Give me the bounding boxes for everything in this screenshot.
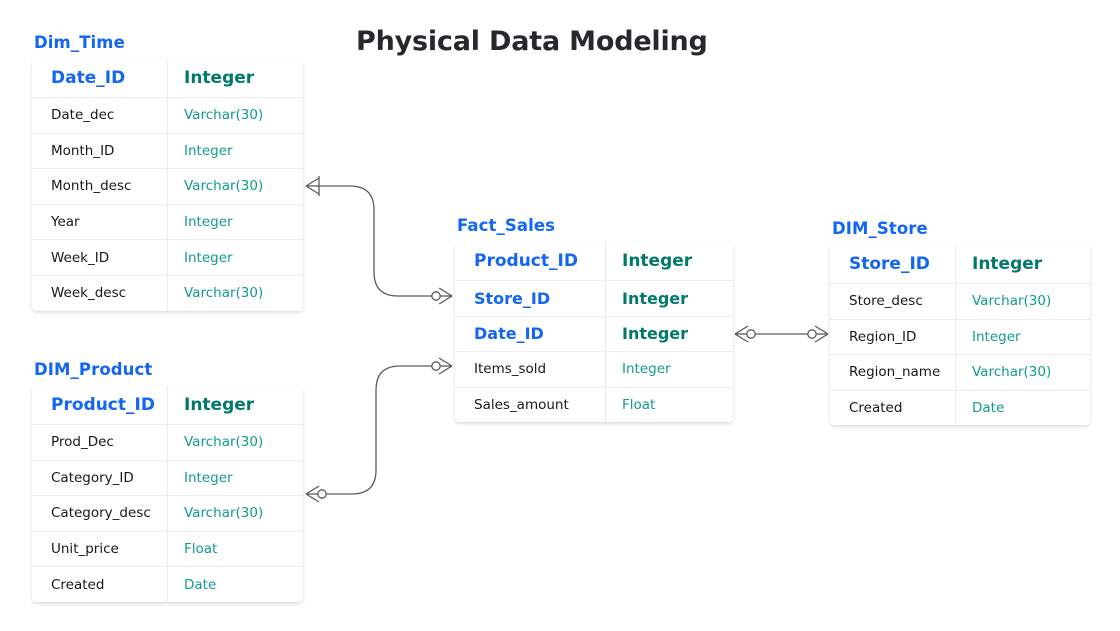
entity-field-row[interactable]: Created Date <box>32 566 303 602</box>
entity-field-row[interactable]: Month_desc Varchar(30) <box>32 168 303 204</box>
entity-header-row[interactable]: Product_ID Integer <box>455 242 733 280</box>
page-title: Physical Data Modeling <box>356 26 708 57</box>
relationship-line <box>323 365 436 495</box>
field-type: Varchar(30) <box>167 425 303 460</box>
cardinality-zero-or-many <box>734 325 756 343</box>
field-type: Float <box>605 387 733 423</box>
field-name: Week_desc <box>51 285 127 302</box>
entity-field-row[interactable]: Week_ID Integer <box>32 239 303 275</box>
field-type: Integer <box>167 460 303 496</box>
cardinality-zero-or-many <box>431 287 453 305</box>
field-type: Varchar(30) <box>167 275 303 311</box>
entity-field-row[interactable]: Items_sold Integer <box>455 351 733 387</box>
field-name: Region_ID <box>849 328 917 345</box>
field-type: Integer <box>167 133 303 169</box>
field-type: Integer <box>167 204 303 240</box>
relationship-dim-product-to-fact-sales <box>305 357 453 503</box>
field-type: Varchar(30) <box>167 169 303 204</box>
field-name: Year <box>51 214 80 231</box>
cardinality-zero-or-many <box>807 325 829 343</box>
entity-field-row[interactable]: Category_ID Integer <box>32 459 303 496</box>
field-name: Store_ID <box>474 288 551 308</box>
entity-field-row[interactable]: Store_ID Integer <box>455 280 733 316</box>
field-type: Date <box>167 567 303 602</box>
field-type: Varchar(30) <box>167 496 303 531</box>
cardinality-zero-or-many <box>305 485 327 503</box>
entity-title-fact_sales: Fact_Sales <box>457 216 556 235</box>
relationship-dim-time-to-fact-sales <box>305 176 453 305</box>
field-name: Month_desc <box>51 178 132 195</box>
field-type: Varchar(30) <box>955 284 1090 319</box>
field-type: Integer <box>167 240 303 275</box>
cardinality-zero-or-many <box>431 357 453 375</box>
entity-header-row[interactable]: Product_ID Integer <box>32 386 303 424</box>
entity-field-row[interactable]: Store_desc Varchar(30) <box>830 283 1090 319</box>
entity-header-row[interactable]: Date_ID Integer <box>32 59 303 97</box>
entity-field-row[interactable]: Month_ID Integer <box>32 132 303 169</box>
field-name: Month_ID <box>51 142 115 159</box>
field-name: Unit_price <box>51 541 119 558</box>
field-name: Week_ID <box>51 249 110 266</box>
field-name: Date_ID <box>51 68 126 88</box>
field-name: Date_dec <box>51 107 115 124</box>
field-name: Category_ID <box>51 469 134 486</box>
field-name: Product_ID <box>474 251 578 271</box>
field-name: Store_ID <box>849 254 930 274</box>
field-type: Float <box>167 531 303 567</box>
field-name: Created <box>51 576 105 593</box>
field-type: Integer <box>605 281 733 316</box>
cardinality-one-and-only-one <box>305 176 320 196</box>
entity-field-row[interactable]: Unit_price Float <box>32 530 303 567</box>
field-type: Varchar(30) <box>955 355 1090 390</box>
field-name: Sales_amount <box>474 397 569 414</box>
field-name: Date_ID <box>474 324 544 344</box>
entity-title-dim_store: DIM_Store <box>832 219 928 238</box>
entity-field-row[interactable]: Prod_Dec Varchar(30) <box>32 424 303 460</box>
field-type: Date <box>955 390 1090 426</box>
entity-field-row[interactable]: Sales_amount Float <box>455 386 733 423</box>
entity-field-row[interactable]: Week_desc Varchar(30) <box>32 274 303 311</box>
field-name: Region_name <box>849 364 941 381</box>
field-type: Varchar(30) <box>167 98 303 133</box>
field-type: Integer <box>605 242 733 280</box>
entity-field-row[interactable]: Date_ID Integer <box>455 315 733 352</box>
entity-field-row[interactable]: Category_desc Varchar(30) <box>32 495 303 531</box>
entity-title-dim_product: DIM_Product <box>34 360 153 379</box>
field-name: Store_desc <box>849 293 923 310</box>
field-name: Prod_Dec <box>51 434 114 451</box>
field-name: Created <box>849 400 903 417</box>
entity-header-row[interactable]: Store_ID Integer <box>830 245 1090 283</box>
entity-title-dim_time: Dim_Time <box>34 33 125 52</box>
field-name: Items_sold <box>474 361 547 378</box>
entity-field-row[interactable]: Date_dec Varchar(30) <box>32 97 303 133</box>
entity-field-row[interactable]: Region_ID Integer <box>830 318 1090 355</box>
entity-field-row[interactable]: Year Integer <box>32 203 303 240</box>
entity-field-row[interactable]: Region_name Varchar(30) <box>830 354 1090 390</box>
field-type: Integer <box>955 319 1090 355</box>
field-type: Integer <box>167 386 303 424</box>
relationship-fact-sales-to-dim-store <box>734 325 829 343</box>
field-type: Integer <box>605 352 733 387</box>
field-type: Integer <box>167 59 303 97</box>
field-type: Integer <box>955 245 1090 283</box>
entity-field-row[interactable]: Created Date <box>830 389 1090 426</box>
relationship-line <box>306 185 438 297</box>
field-name: Category_desc <box>51 505 151 522</box>
field-name: Product_ID <box>51 395 155 415</box>
field-type: Integer <box>605 316 733 352</box>
